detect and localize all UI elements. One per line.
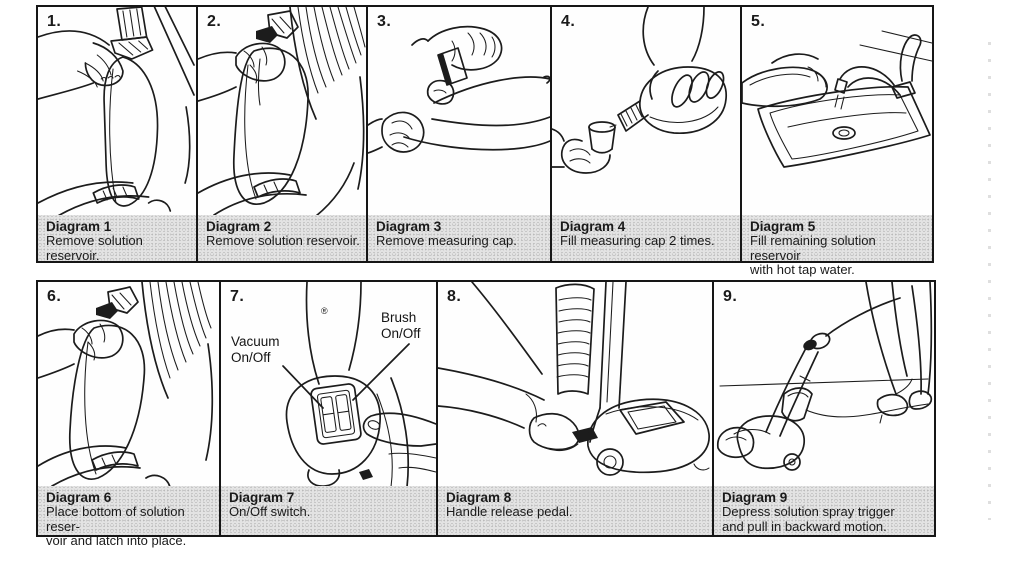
caption-title: Diagram 8: [446, 490, 512, 505]
panel-number: 8.: [447, 288, 462, 305]
panel-number: 6.: [47, 288, 62, 305]
vacuum-label-line2: On/Off: [231, 350, 271, 365]
pressing-finger: [362, 412, 436, 447]
caption-line-1: Fill measuring cap 2 times.: [560, 233, 715, 248]
diagram-caption: Diagram 9 Depress solution spray trigger…: [714, 486, 934, 535]
diagram-2-illustration: [198, 7, 366, 216]
panel-diagram-5: 5. Diagram 5 Fi: [742, 7, 932, 277]
panel-diagram-1: 1.: [38, 7, 198, 263]
caption-line-2: voir and latch into place.: [46, 533, 187, 548]
panel-number: 1.: [47, 13, 62, 30]
caption-line-1: Place bottom of solution reser-: [46, 504, 185, 534]
diagram-7-illustration: ® Vacuum On/Off: [221, 282, 436, 487]
panel-number: 4.: [561, 13, 576, 30]
diagram-caption: Diagram 8 Handle release pedal.: [438, 486, 712, 535]
panel-diagram-2: 2.: [198, 7, 368, 261]
diagram-4-illustration: [552, 7, 740, 216]
diagram-1-illustration: [38, 7, 196, 216]
caption-line-1: On/Off switch.: [229, 504, 311, 519]
brush-label-line1: Brush: [381, 310, 416, 325]
onoff-switch: [310, 383, 362, 445]
diagram-caption: Diagram 4 Fill measuring cap 2 times.: [552, 215, 740, 261]
diagram-6-illustration: [38, 282, 219, 487]
caption-title: Diagram 7: [229, 490, 295, 505]
leader-line-brush: [352, 343, 410, 401]
panel-number: 7.: [230, 288, 245, 305]
caption-line-1: Handle release pedal.: [446, 504, 573, 519]
caption-line-2: and pull in backward motion.: [722, 518, 887, 534]
diagram-row-bottom: 6. Diagram 6: [36, 280, 936, 548]
caption-title: Diagram 6: [46, 490, 112, 505]
panel-diagram-6: 6. Diagram 6: [38, 282, 221, 548]
vacuum-label-line1: Vacuum: [231, 334, 280, 349]
diagram-caption: Diagram 2 Remove solution reservoir.: [198, 215, 366, 261]
registered-trademark: ®: [321, 306, 328, 316]
caption-line-1: Remove solution reservoir.: [46, 233, 143, 263]
caption-title: Diagram 5: [750, 219, 816, 234]
panel-diagram-7: 7. ®: [221, 282, 438, 535]
panel-number: 5.: [751, 13, 766, 30]
diagram-caption: Diagram 6 Place bottom of solution reser…: [38, 486, 219, 548]
caption-title: Diagram 3: [376, 219, 442, 234]
caption-line-2: with hot tap water.: [750, 262, 855, 277]
panel-diagram-9: 9.: [714, 282, 934, 535]
panel-number: 9.: [723, 288, 738, 305]
caption-line-1: Remove measuring cap.: [376, 233, 517, 248]
panel-diagram-4: 4.: [552, 7, 742, 261]
caption-title: Diagram 4: [560, 219, 626, 234]
panel-number: 2.: [207, 13, 222, 30]
diagram-caption: Diagram 1 Remove solution reservoir.: [38, 215, 196, 263]
panel-diagram-8: 8.: [438, 282, 714, 535]
caption-title: Diagram 9: [722, 490, 788, 505]
diagram-3-illustration: [368, 7, 550, 216]
diagram-row-top: 1.: [36, 5, 934, 277]
panel-diagram-3: 3. Diagram 3 Re: [368, 7, 552, 261]
diagram-caption: Diagram 7 On/Off switch.: [221, 486, 436, 535]
caption-line-1: Depress solution spray trigger: [722, 504, 895, 519]
brush-label-line2: On/Off: [381, 326, 421, 341]
diagram-caption: Diagram 5 Fill remaining solution reserv…: [742, 215, 932, 277]
diagram-caption: Diagram 3 Remove measuring cap.: [368, 215, 550, 261]
diagram-5-illustration: [742, 7, 932, 216]
caption-title: Diagram 2: [206, 219, 272, 234]
caption-line-1: Remove solution reservoir.: [206, 233, 360, 248]
diagram-8-illustration: [438, 282, 712, 487]
diagram-9-illustration: [714, 282, 934, 487]
caption-line-1: Fill remaining solution reservoir: [750, 233, 876, 263]
panel-number: 3.: [377, 13, 392, 30]
scan-artifact-strip: [988, 42, 991, 520]
leader-line-vacuum: [282, 365, 324, 409]
switch-housing: [285, 375, 381, 475]
caption-title: Diagram 1: [46, 219, 112, 234]
